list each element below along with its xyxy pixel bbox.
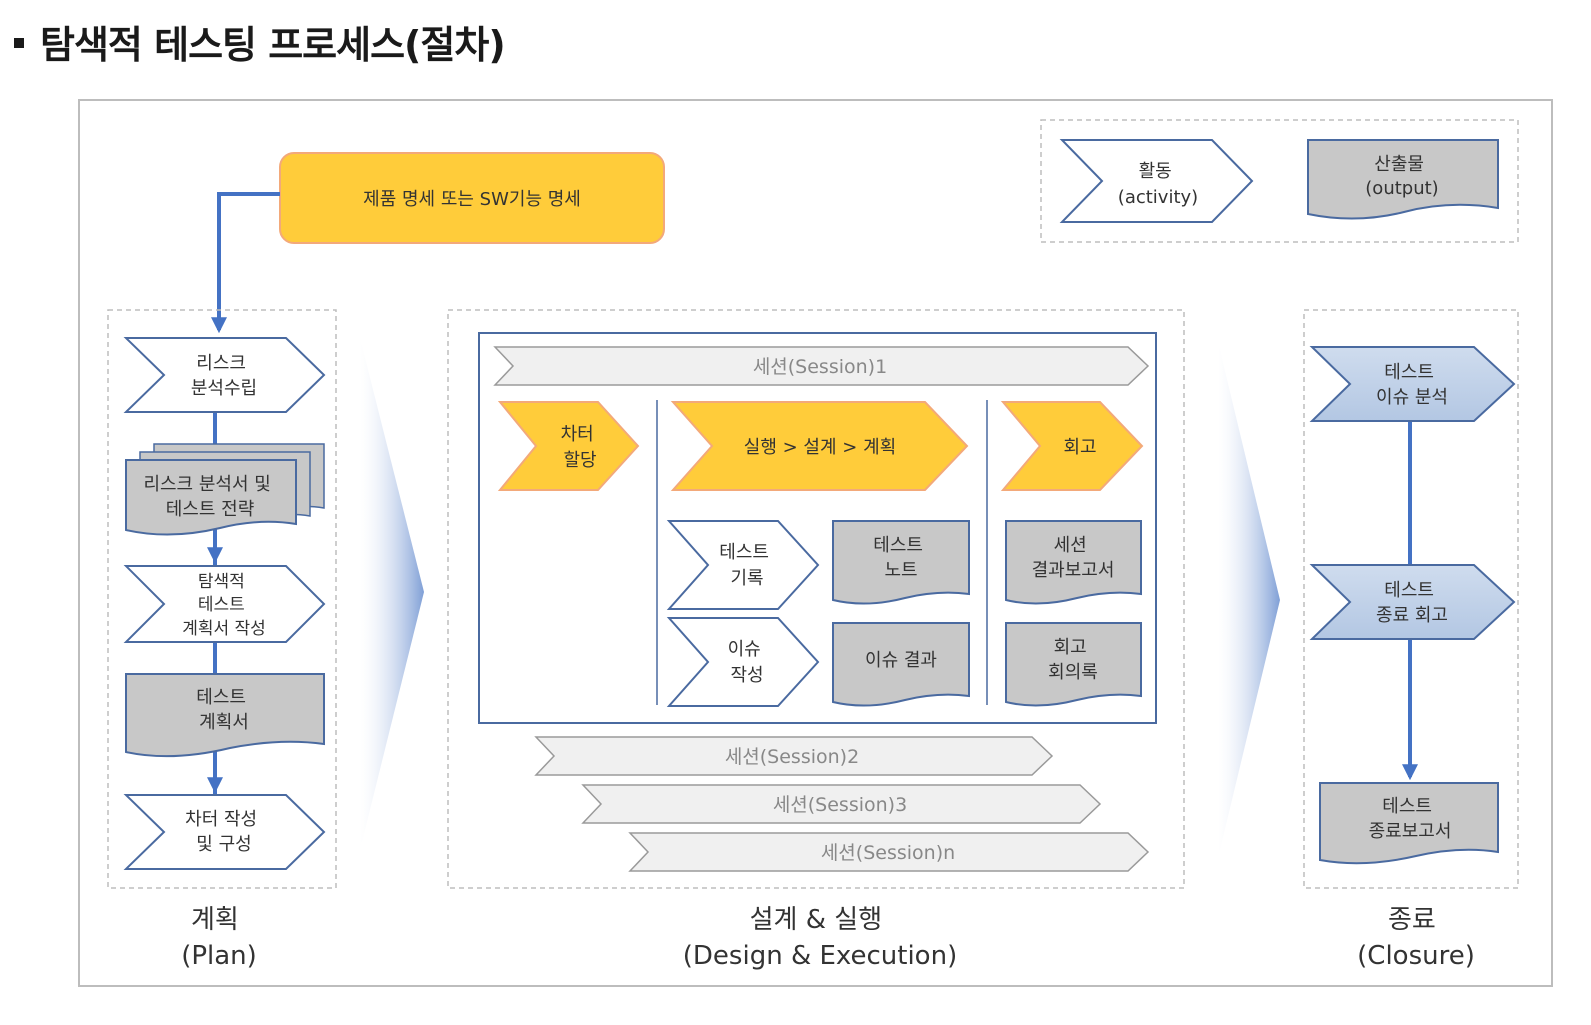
output-issue-result: 이슈 결과 — [832, 622, 970, 707]
plan-output-test-plan: 테스트 계획서 — [125, 673, 325, 758]
svg-text:세션(Session)2: 세션(Session)2 — [725, 746, 859, 768]
title-bullet — [14, 38, 24, 48]
activity-test-record: 테스트 기록 — [666, 520, 820, 610]
output-test-note: 테스트 노트 — [832, 520, 970, 605]
session1-banner: 세션(Session)1 — [493, 346, 1150, 386]
svg-text:탐색적 테스트 계획서 작성: 탐색적 테스트 계획서 작성 — [182, 572, 266, 639]
source-spec-box — [279, 152, 665, 244]
svg-text:산출물 (output): 산출물 (output) — [1365, 154, 1438, 199]
plan-step-charter-writing: 차터 작성 및 구성 — [123, 794, 326, 870]
svg-text:이슈 작성: 이슈 작성 — [728, 639, 767, 686]
plan-output-risk-report: 리스크 분석서 및 테스트 전략 — [125, 443, 325, 536]
legend-activity-shape: 활동 (activity) — [1059, 139, 1254, 223]
svg-text:실행 > 설계 > 계획: 실행 > 설계 > 계획 — [744, 437, 896, 458]
svg-text:회고: 회고 — [1063, 437, 1096, 458]
svg-text:테스트 종료 회고: 테스트 종료 회고 — [1376, 580, 1448, 626]
output-review-minutes: 회고 회의록 — [1005, 622, 1142, 707]
legend-output-shape: 산출물 (output) — [1307, 139, 1499, 220]
activity-execute-design-plan: 실행 > 설계 > 계획 — [670, 401, 969, 491]
activity-review: 회고 — [1000, 401, 1144, 491]
svg-text:테스트 이슈 분석: 테스트 이슈 분석 — [1376, 362, 1448, 408]
closure-label: 종료 (Closure) — [1357, 905, 1475, 971]
activity-issue-write: 이슈 작성 — [666, 617, 820, 707]
svg-text:세션(Session)3: 세션(Session)3 — [773, 794, 907, 816]
svg-text:테스트 기록: 테스트 기록 — [719, 542, 774, 589]
svg-text:테스트 종료보고서: 테스트 종료보고서 — [1369, 796, 1452, 842]
design-label: 설계 & 실행 (Design & Execution) — [683, 905, 957, 971]
legend-activity-label: 활동 — [1139, 161, 1172, 182]
svg-text:차터 할당: 차터 할당 — [561, 424, 600, 471]
svg-text:리스크 분석서 및 테스트 전략: 리스크 분석서 및 테스트 전략 — [143, 474, 276, 520]
svg-text:테스트 노트: 테스트 노트 — [873, 535, 928, 581]
svg-text:활동 (activity): 활동 (activity) — [1118, 161, 1198, 208]
svg-text:이슈 결과: 이슈 결과 — [865, 650, 937, 671]
svg-text:세션(Session)1: 세션(Session)1 — [753, 356, 887, 378]
closure-output-end-report: 테스트 종료보고서 — [1319, 782, 1499, 865]
page-title-row: 탐색적 테스팅 프로세스(절차) — [14, 16, 506, 67]
page-title: 탐색적 테스팅 프로세스(절차) — [40, 22, 506, 67]
legend-activity-label-en: (activity) — [1118, 187, 1198, 208]
transition-arrow-plan-to-design — [360, 338, 424, 850]
svg-text:세션(Session)n: 세션(Session)n — [821, 842, 955, 864]
source-spec-label: 제품 명세 또는 SW기능 명세 — [363, 189, 581, 210]
closure-step-end-review: 테스트 종료 회고 — [1309, 564, 1516, 640]
plan-step-risk-analysis: 리스크 분석수립 — [123, 337, 326, 413]
plan-step-test-plan-writing: 탐색적 테스트 계획서 작성 — [123, 565, 326, 643]
svg-text:리스크 분석수립: 리스크 분석수립 — [191, 353, 257, 399]
transition-arrow-design-to-closure — [1218, 342, 1280, 858]
spec-to-plan-connector — [211, 192, 280, 334]
session3-banner: 세션(Session)3 — [581, 784, 1102, 824]
plan-column — [107, 309, 337, 889]
sessionn-banner: 세션(Session)n — [628, 832, 1150, 872]
plan-label: 계획 (Plan) — [181, 905, 257, 971]
legend-output-label: 산출물 — [1374, 154, 1424, 175]
svg-text:테스트 계획서: 테스트 계획서 — [196, 687, 251, 733]
svg-text:회고 회의록: 회고 회의록 — [1048, 637, 1098, 683]
closure-step-issue-analysis: 테스트 이슈 분석 — [1309, 346, 1516, 422]
legend-box — [1040, 119, 1519, 243]
svg-text:차터 작성 및 구성: 차터 작성 및 구성 — [185, 809, 263, 855]
svg-text:세션 결과보고서: 세션 결과보고서 — [1032, 535, 1115, 581]
output-session-report: 세션 결과보고서 — [1005, 520, 1142, 605]
session2-banner: 세션(Session)2 — [534, 736, 1054, 776]
legend-output-label-en: (output) — [1365, 178, 1438, 199]
activity-charter-assign: 차터 할당 — [497, 401, 640, 491]
